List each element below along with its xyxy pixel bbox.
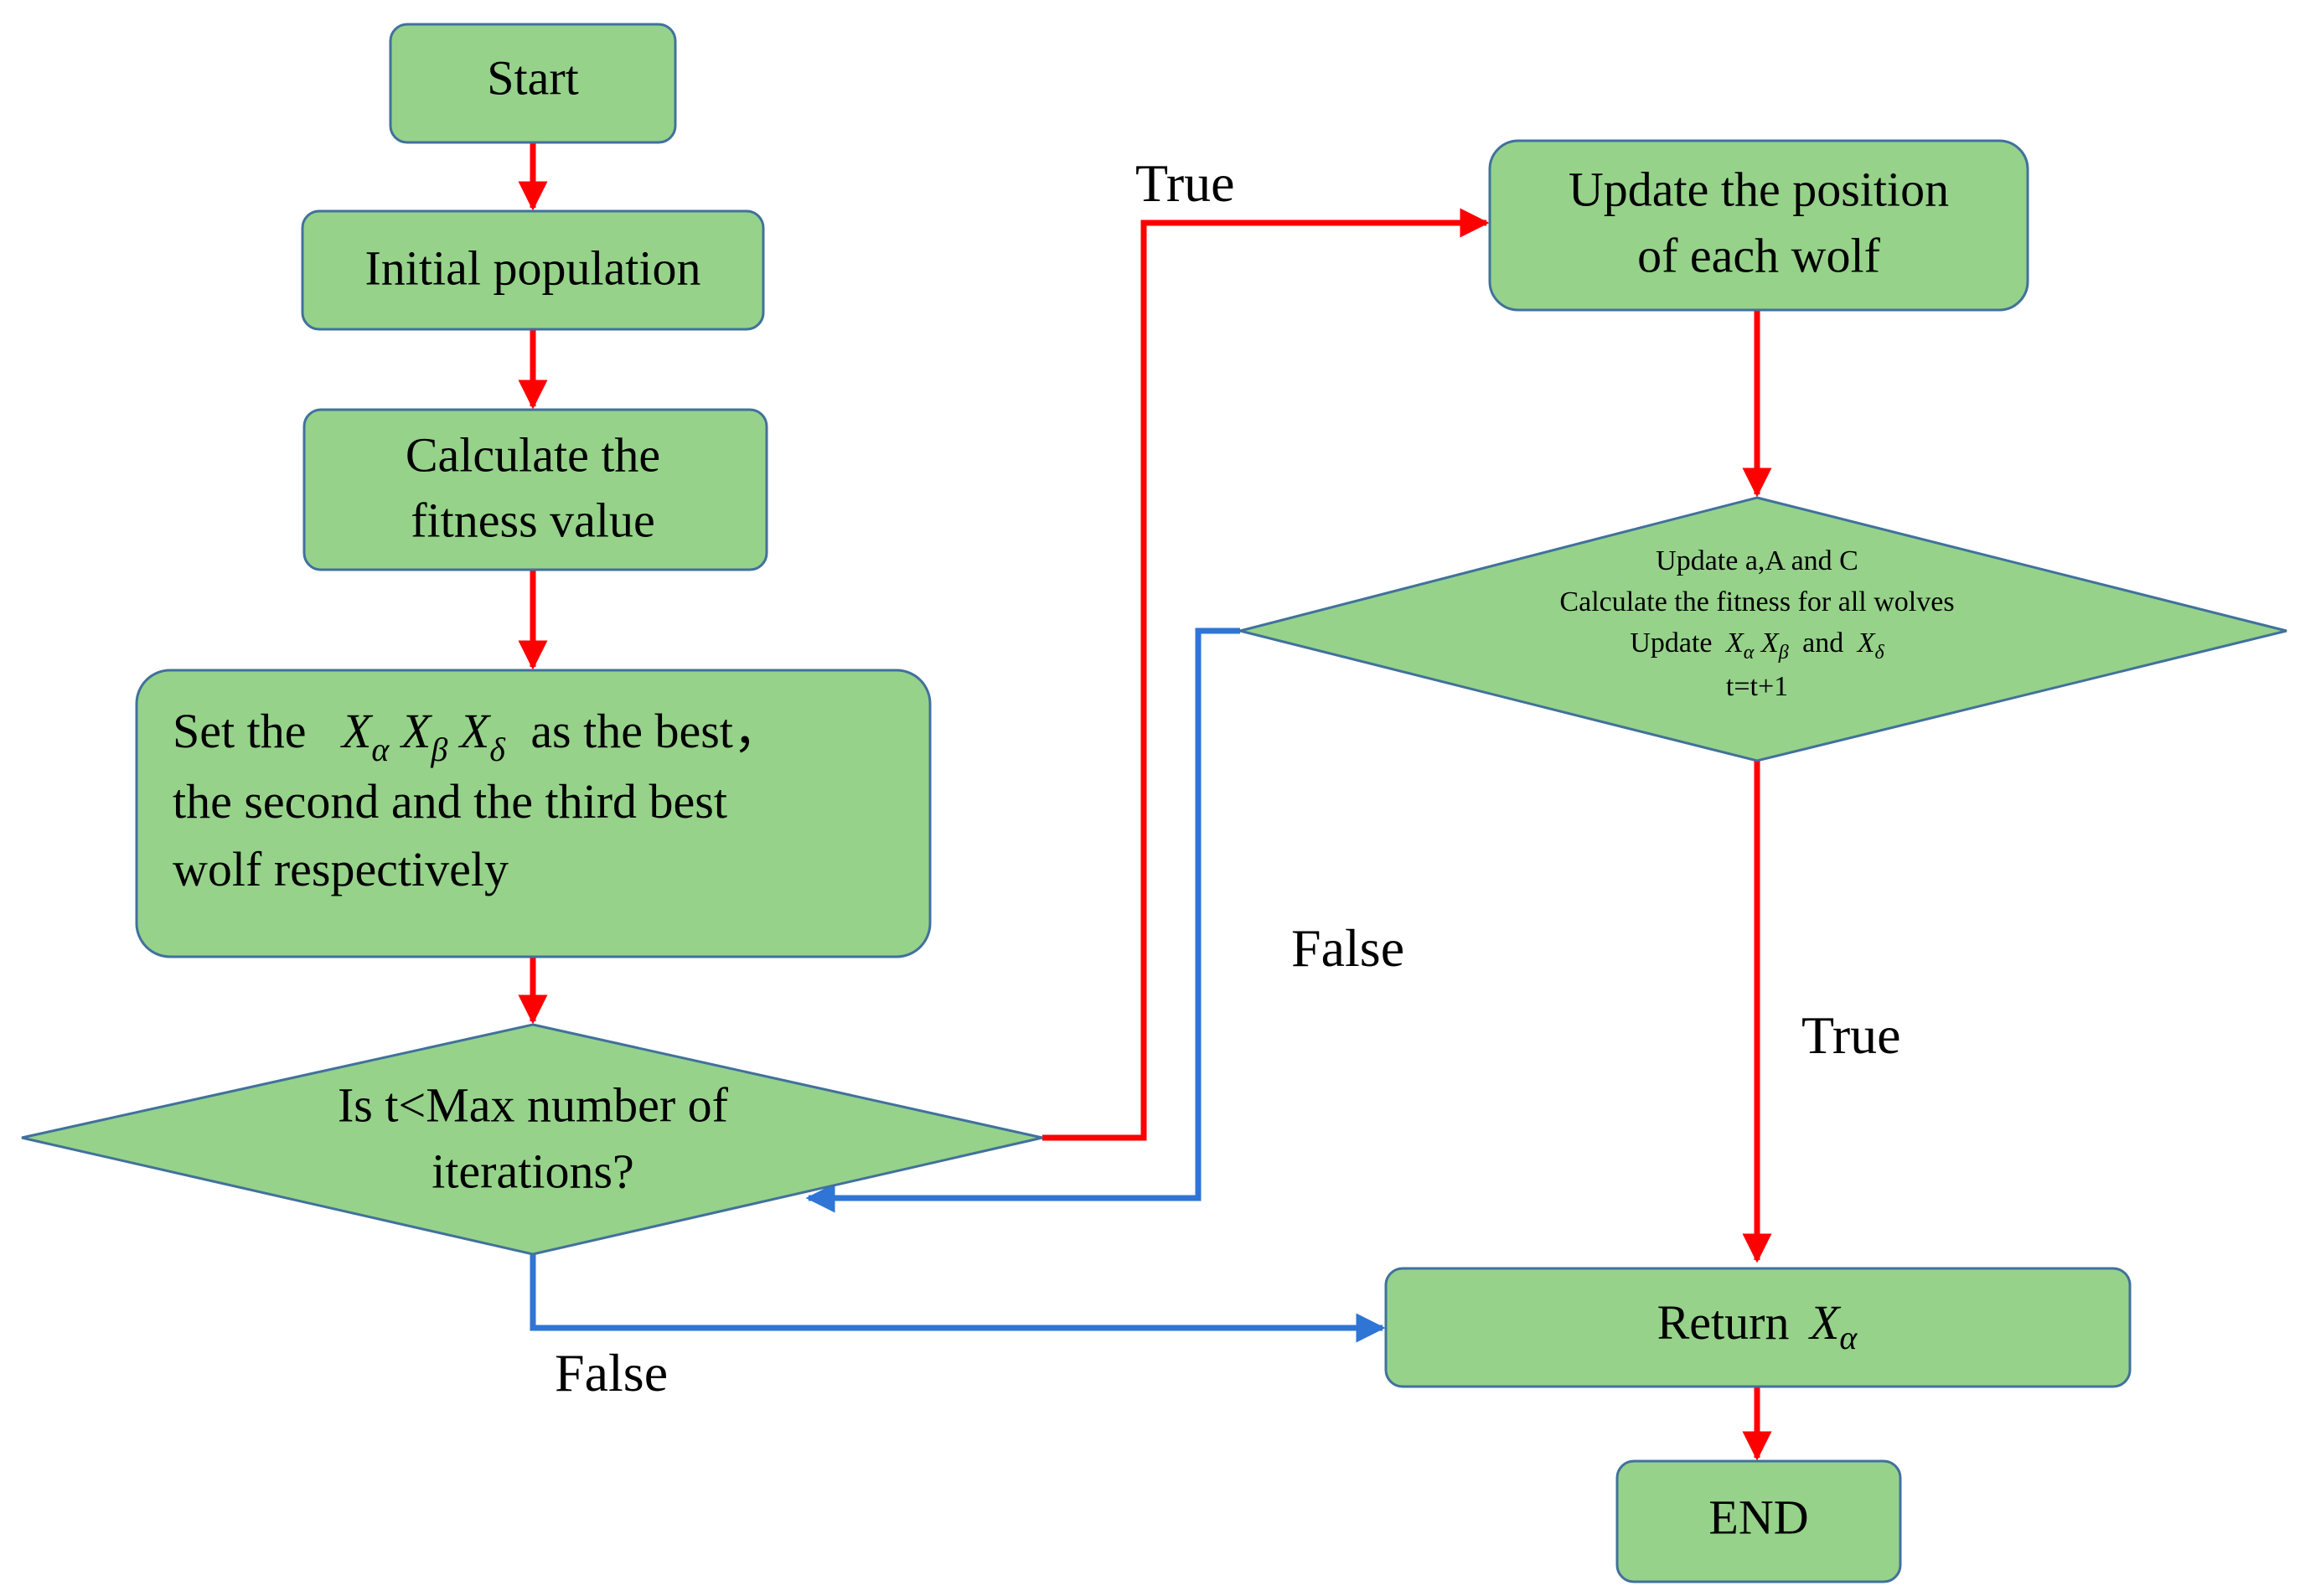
end-label: END	[1708, 1490, 1808, 1544]
arrow-update-params-false-to-condition	[805, 628, 1240, 1213]
condition-line1: Is t<Max number of	[338, 1077, 729, 1132]
calculate-fitness-node: Calculate the fitness value	[302, 408, 768, 571]
max-iterations-condition: Is t<Max number of iterations?	[21, 1023, 1043, 1256]
update-position-line2: of each wolf	[1637, 228, 1881, 282]
end-node: END	[1615, 1459, 1902, 1583]
initial-population-node: Initial population	[301, 209, 765, 331]
return-label: Return Xα	[1657, 1295, 1858, 1356]
return-node: Return Xα	[1384, 1267, 2132, 1388]
update-position-line1: Update the position	[1569, 162, 1949, 216]
update-params-line2: Calculate the fitness for all wolves	[1559, 586, 1954, 617]
update-params-line3: Update Xα Xβ and Xδ	[1630, 628, 1884, 665]
arrow-condition-false-to-return	[530, 1254, 1386, 1343]
edge-label-false-bottom: False	[555, 1343, 668, 1402]
condition-line2: iterations?	[432, 1144, 634, 1198]
update-params-line1: Update a,A and C	[1656, 545, 1858, 576]
update-params-node: Update a,A and C Calculate the fitness f…	[1239, 496, 2287, 762]
initial-population-label: Initial population	[364, 240, 700, 295]
start-node: Start	[389, 23, 677, 144]
edge-label-false-middle: False	[1291, 918, 1404, 978]
set-best-wolves-node: Set the Xα Xβ Xδ as the best， the second…	[135, 669, 932, 958]
edge-label-true-top: True	[1135, 153, 1235, 213]
update-position-node: Update the position of each wolf	[1488, 139, 2029, 312]
calculate-fitness-line1: Calculate the	[406, 427, 660, 482]
set-best-line1: Set the Xα Xβ Xδ as the best，	[173, 704, 782, 772]
calculate-fitness-line2: fitness value	[411, 493, 655, 547]
set-best-line2: the second and the third best	[173, 774, 727, 829]
set-best-line3: wolf respectively	[173, 842, 509, 896]
edge-label-true-right: True	[1801, 1005, 1901, 1065]
arrow-condition-true-to-update-position	[1042, 208, 1490, 1141]
start-label: Start	[487, 50, 579, 105]
update-params-line4: t=t+1	[1726, 671, 1788, 702]
